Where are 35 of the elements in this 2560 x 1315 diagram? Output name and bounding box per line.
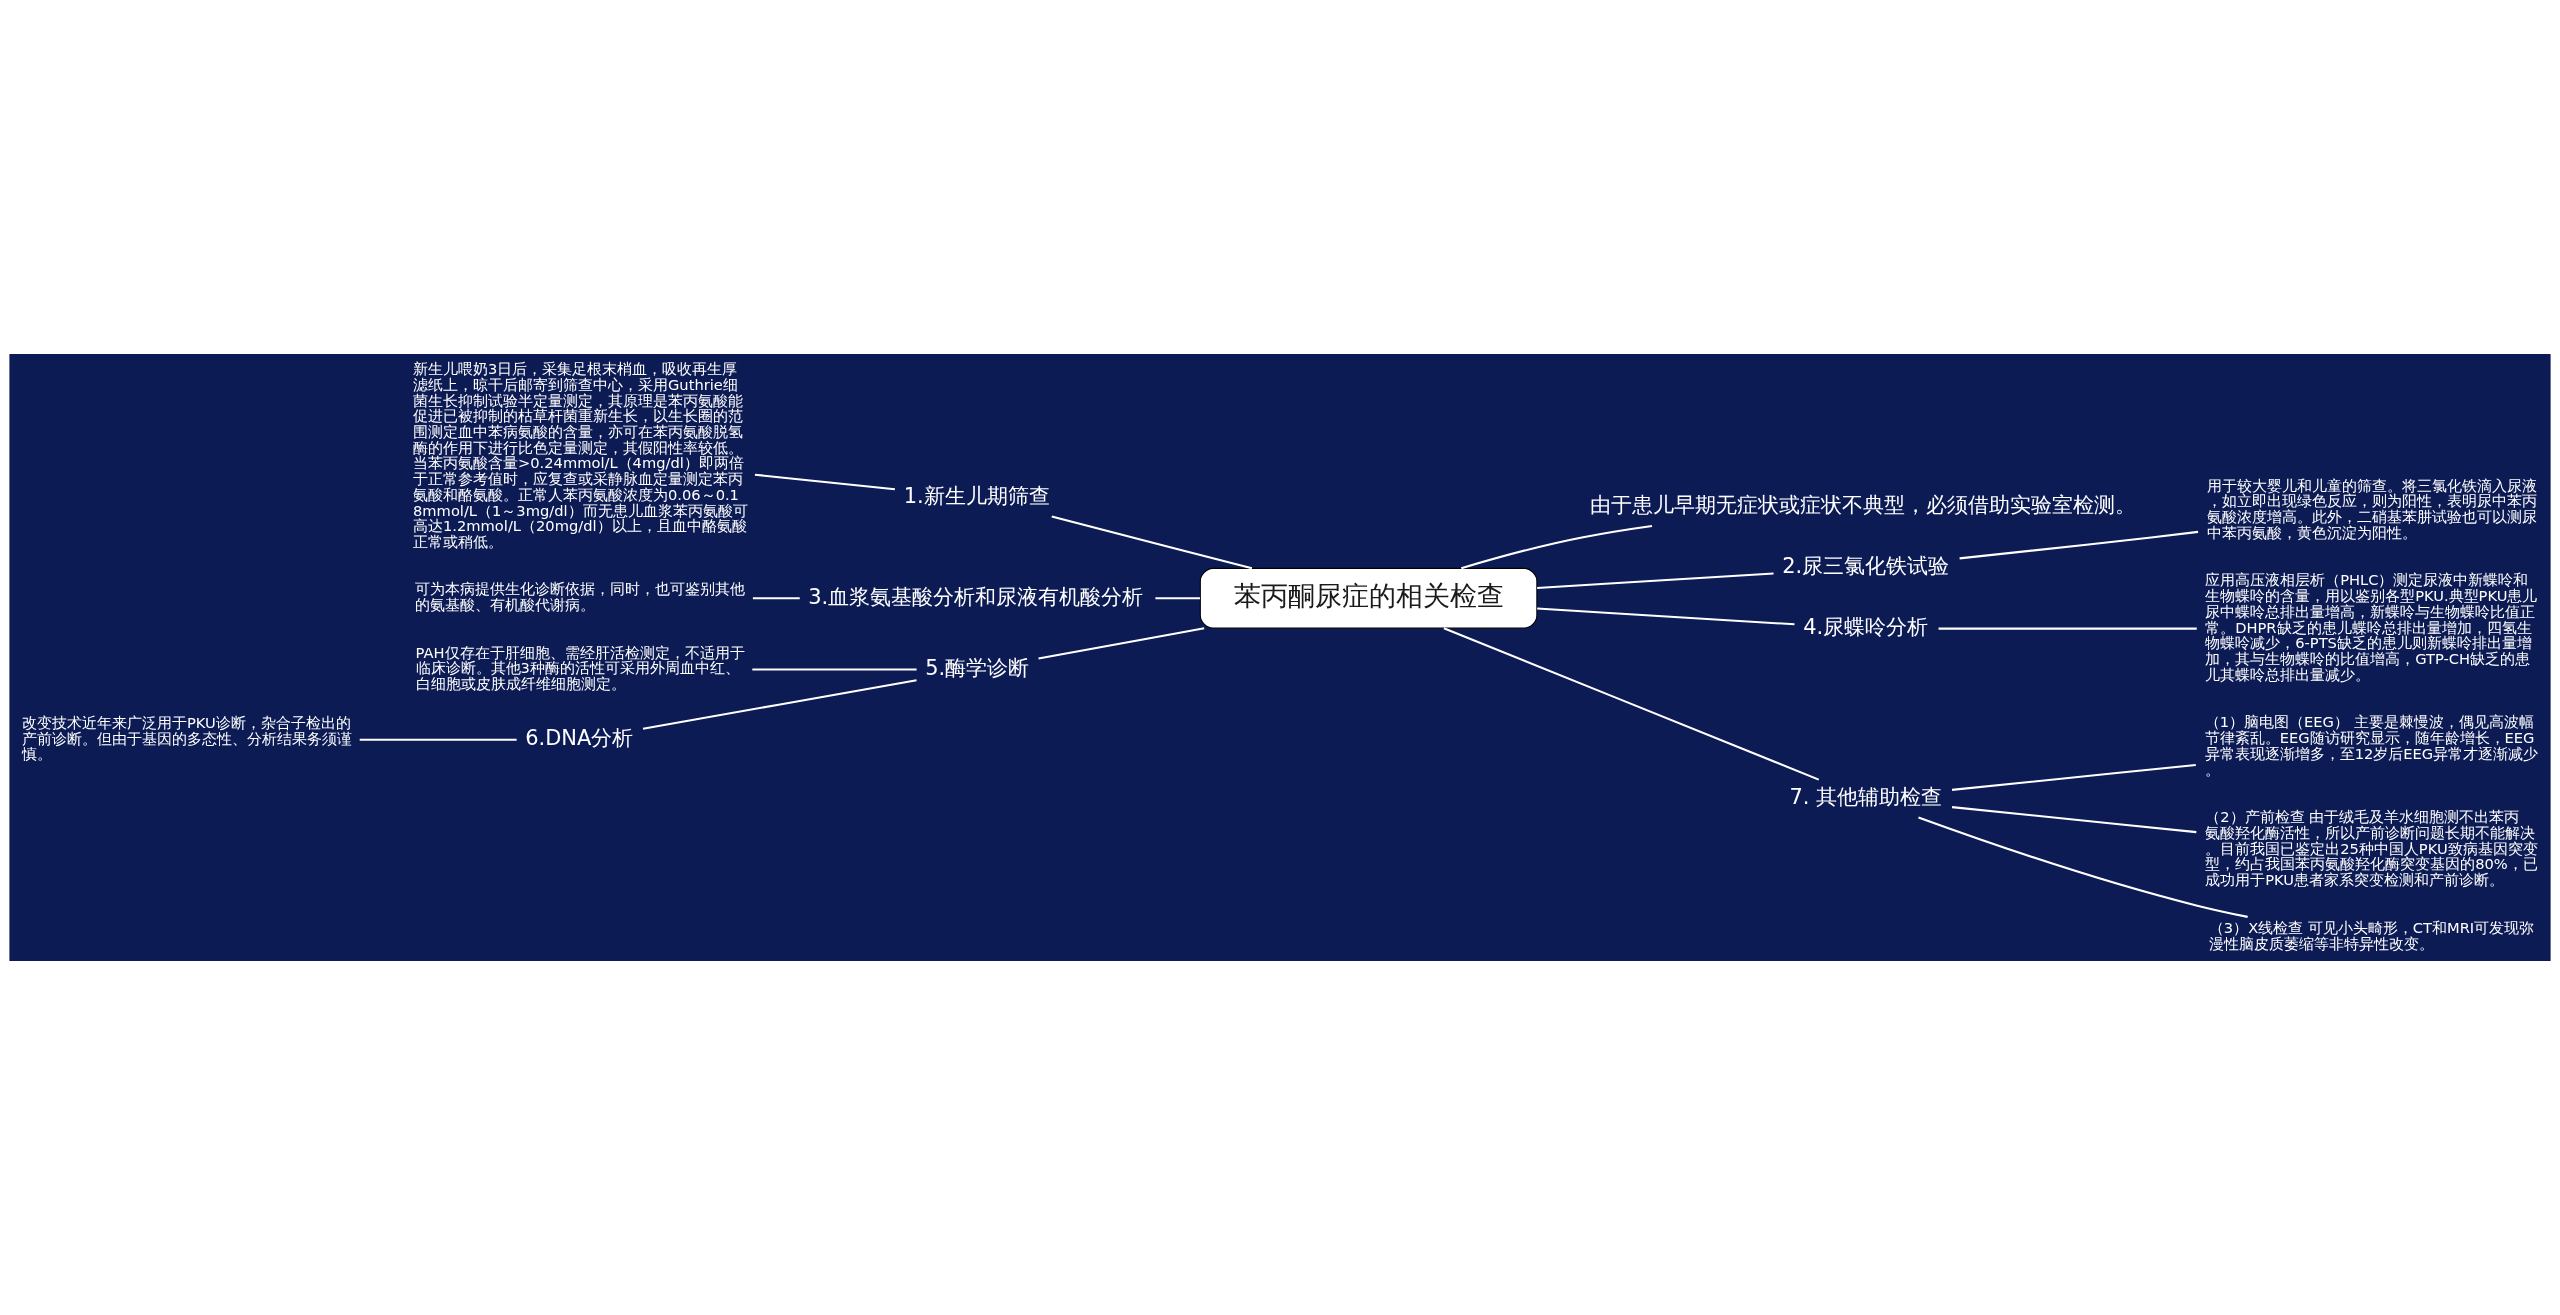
node-text: 2.尿三氯化铁试验 xyxy=(1782,554,1950,579)
node-text: 用于较大婴儿和儿童的筛查。将三氯化铁滴入尿液，如立即出现绿色反应，则为阳性，表明尿中苯丙氨酸浓度增高。此外，二硝基苯肼试验也可以测尿中苯丙氨酸，黄色沉淀为阳性。 xyxy=(2206,476,2537,541)
node-text: 1.新生儿期筛查 xyxy=(903,483,1050,508)
node-text: 由于患儿早期无症状或症状不典型，必须借助实验室检测。 xyxy=(1590,493,2137,518)
node-text: 5.酶学诊断 xyxy=(925,655,1030,680)
node-text: 4.尿蝶呤分析 xyxy=(1803,614,1929,639)
connector xyxy=(1951,806,2197,834)
node-box: 苯丙酮尿症的相关检查 xyxy=(1199,567,1538,629)
connector xyxy=(752,597,800,600)
connector xyxy=(1051,515,1253,570)
connector xyxy=(754,473,895,491)
node-text: 应用高压液相层析（PHLC）测定尿液中新蝶呤和生物蝶呤的含量，用以鉴别各型PKU.典型PKU患儿尿中蝶呤总排出量增高，新蝶呤与生物蝶呤比值正常。DHPR缺乏的患儿蝶呤总排出量增加，四氢生物蝶呤减少，6-PTS缺乏的患儿则新蝶呤排出量增加，其与生物蝶呤的比值增高，GTP-CH缺乏的患儿其蝶呤总排出量减少。 xyxy=(2205,571,2538,683)
node-text: PAH仅存在于肝细胞、需经肝活检测定，不适用于临床诊断。其他3种酶的活性可采用外周血中红、白细胞或皮肤成纤维细胞测定。 xyxy=(415,643,745,693)
connector xyxy=(1537,607,1795,626)
connector xyxy=(752,668,917,671)
connector xyxy=(1038,627,1205,660)
connector xyxy=(1460,524,1653,570)
node-text: （3）X线检查 可见小头畸形，CT和MRI可发现弥漫性脑皮质萎缩等非特异性改变。 xyxy=(2208,918,2535,952)
connector xyxy=(1938,627,2197,630)
connector xyxy=(1537,572,1774,590)
connector xyxy=(1959,530,2199,560)
connector xyxy=(1155,597,1201,600)
connector xyxy=(1951,763,2196,791)
node-text: 3.血浆氨基酸分析和尿液有机酸分析 xyxy=(808,584,1144,609)
node-text: 可为本病提供生化诊断依据，同时，也可鉴别其他的氨基酸、有机酸代谢病。 xyxy=(415,580,746,614)
connector xyxy=(359,738,517,741)
node-text: 改变技术近年来广泛用于PKU诊断，杂合子检出的产前诊断。但由于基因的多态性、分析结果务须谨慎。 xyxy=(21,713,352,763)
node-text: 6.DNA分析 xyxy=(525,726,634,751)
node-text: 7. 其他辅助检查 xyxy=(1789,784,1943,809)
connector xyxy=(1443,627,1820,781)
node-text: 新生儿喂奶3日后，采集足根末梢血，吸收再生厚滤纸上，晾干后邮寄到筛查中心，采用Guthrie细菌生长抑制试验半定量测定，其原理是苯丙氨酸能促进已被抑制的枯草杆菌重新生长，以生长圈的范围测定血中苯病氨酸的含量，亦可在苯丙氨酸脱氢酶的作用下进行比色定量测定，其假阳性率较低。当苯丙氨酸含量>0.24mmol/L（4mg/dl）即两倍于正常参考值时，应复查或采静脉血定量测定苯丙氨酸和酪氨酸。正常人苯丙氨酸浓度为0.06～0.18mmol/L（1～3mg/dl）而无患儿血浆苯丙氨酸可高达1.2mmol/L（20mg/dl）以上，且血中酪氨酸正常或稍低。 xyxy=(413,360,748,551)
connector xyxy=(1918,816,2248,918)
connector xyxy=(642,679,917,730)
node-text: （2）产前检查 由于绒毛及羊水细胞测不出苯丙氨酸羟化酶活性，所以产前诊断问题长期不能解决。目前我国已鉴定出25种中国人PKU致病基因突变型，约占我国苯丙氨酸羟化酶突变基因的80%，已成功用于PKU患者家系突变检测和产前诊断。 xyxy=(2205,808,2538,889)
node-text: （1）脑电图（EEG） 主要是棘慢波，偶见高波幅节律紊乱。EEG随访研究显示，随年龄增长，EEG异常表现逐渐增多，至12岁后EEG异常才逐渐减少。 xyxy=(2204,713,2539,778)
